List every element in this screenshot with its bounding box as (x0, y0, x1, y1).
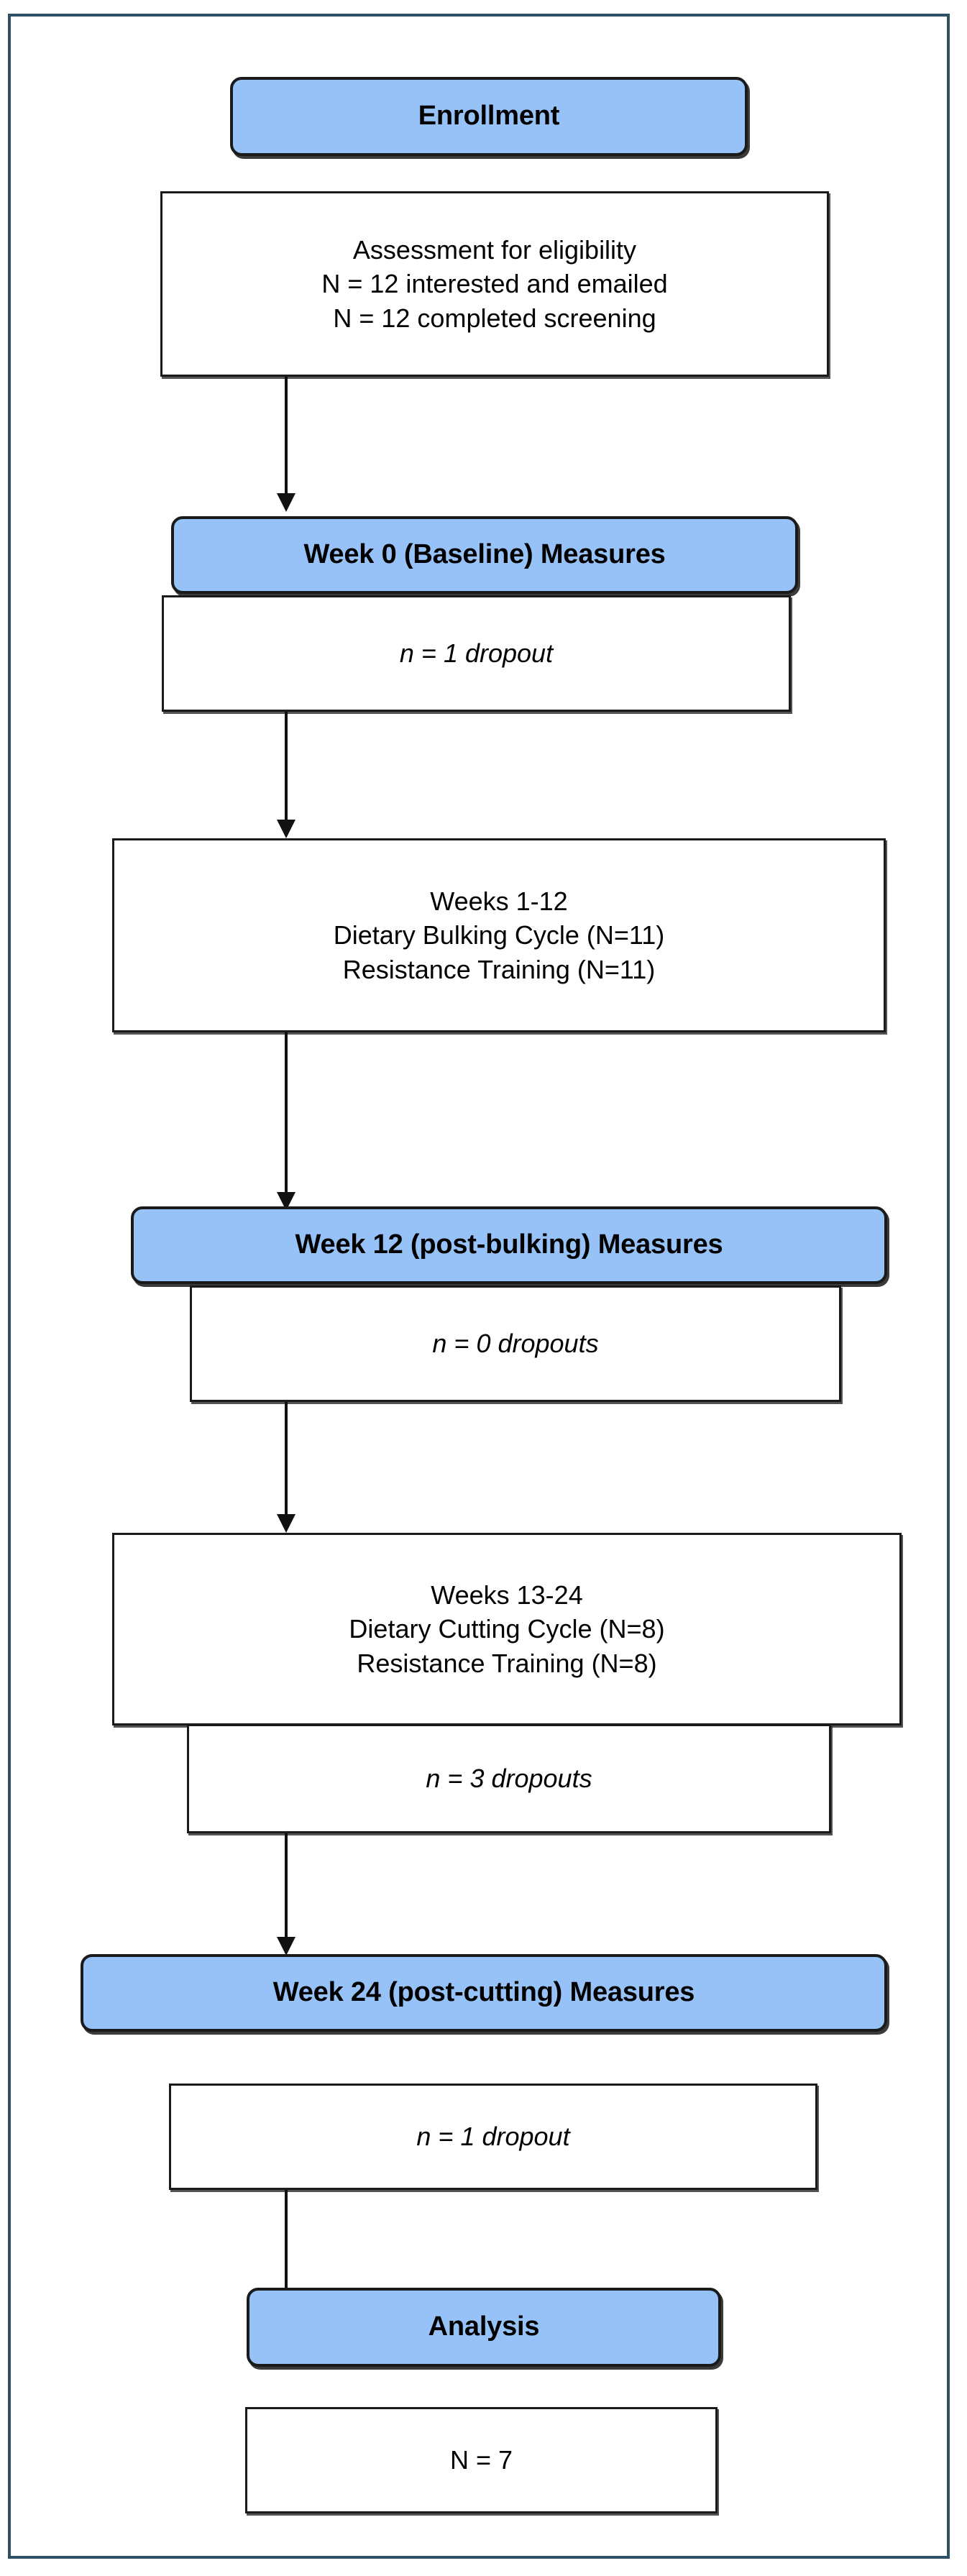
box-weeks13-24-dropouts-text: n = 3 dropouts (426, 1764, 592, 1794)
stage-week0-baseline-measures: Week 0 (Baseline) Measures (171, 516, 798, 594)
box-week0-dropout: n = 1 dropout (162, 595, 791, 712)
stage-week0-label: Week 0 (Baseline) Measures (303, 539, 666, 570)
stage-enrollment: Enrollment (230, 77, 748, 156)
stage-week12-post-bulking-measures: Week 12 (post-bulking) Measures (131, 1206, 887, 1284)
stage-week24-label: Week 24 (post-cutting) Measures (272, 1977, 695, 2008)
box-week0-dropout-text: n = 1 dropout (399, 638, 554, 669)
stage-week12-label: Week 12 (post-bulking) Measures (295, 1229, 723, 1260)
box-week24-dropout: n = 1 dropout (169, 2084, 817, 2190)
box-weeks-1-12: Weeks 1-12 Dietary Bulking Cycle (N=11) … (112, 838, 886, 1032)
stage-week24-post-cutting-measures: Week 24 (post-cutting) Measures (81, 1954, 887, 2032)
box-assessment-text: Assessment for eligibility N = 12 intere… (321, 234, 668, 333)
box-assessment-for-eligibility: Assessment for eligibility N = 12 intere… (160, 191, 829, 377)
box-analysis-n: N = 7 (245, 2407, 718, 2513)
box-weeks13-24-dropouts: n = 3 dropouts (187, 1724, 831, 1833)
box-analysis-n-text: N = 7 (449, 2445, 513, 2475)
box-weeks-13-24-text: Weeks 13-24 Dietary Cutting Cycle (N=8) … (349, 1580, 665, 1678)
stage-analysis-label: Analysis (428, 2311, 540, 2342)
box-week12-dropouts: n = 0 dropouts (190, 1285, 841, 1402)
box-week12-dropouts-text: n = 0 dropouts (432, 1329, 599, 1359)
box-week24-dropout-text: n = 1 dropout (416, 2122, 570, 2152)
stage-analysis: Analysis (247, 2288, 721, 2367)
box-weeks-1-12-text: Weeks 1-12 Dietary Bulking Cycle (N=11) … (333, 886, 665, 984)
stage-enrollment-label: Enrollment (418, 101, 560, 132)
box-weeks-13-24: Weeks 13-24 Dietary Cutting Cycle (N=8) … (112, 1533, 902, 1725)
